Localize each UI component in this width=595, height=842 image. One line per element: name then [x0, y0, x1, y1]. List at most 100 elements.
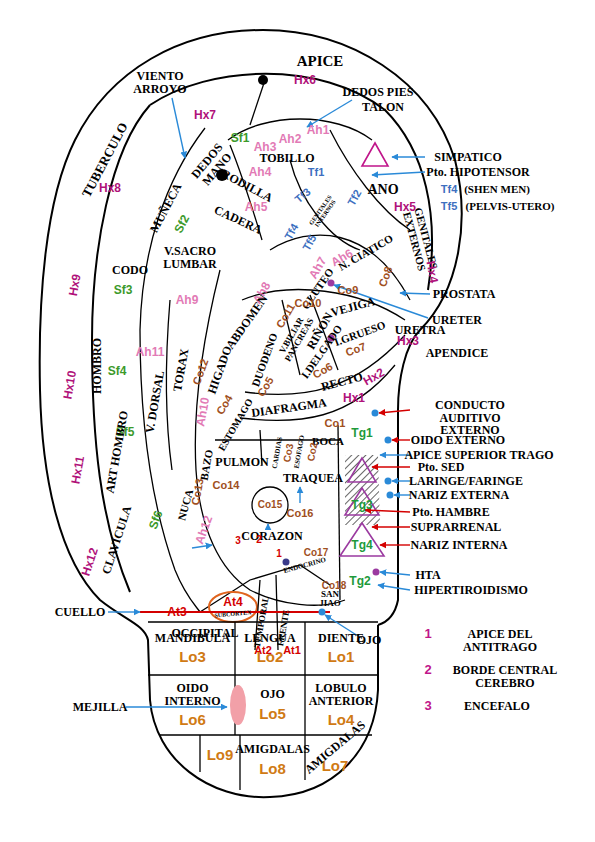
zone-code: Tg1: [351, 427, 372, 440]
zone-code: Lo6: [179, 711, 206, 728]
zone-code: Hx4: [424, 260, 440, 284]
region-label: APICE DEL ANTITRAGO: [454, 628, 546, 653]
heart-circle: [252, 487, 288, 523]
zone-code: Co9: [338, 285, 359, 297]
zone-code: Co2: [306, 442, 320, 462]
zone-name: OIDO INTERNO: [150, 682, 235, 708]
zone-code: At4: [223, 596, 242, 609]
region-label: (SHEN MEN): [464, 184, 530, 196]
cheek-mark: [230, 685, 246, 725]
zone-code: Tg2: [349, 575, 370, 588]
region-label: TORAX: [171, 348, 191, 393]
zone-code: At3: [167, 606, 186, 619]
leader-line: [400, 293, 430, 294]
concha-line: [338, 425, 340, 600]
region-label: PULMON: [215, 456, 268, 469]
zone-code: Tf3: [293, 186, 313, 205]
region-label: CLAVICULA: [100, 504, 134, 576]
point-dot: [283, 559, 290, 566]
leader-line: [394, 494, 410, 495]
leader-line: [392, 156, 425, 157]
leader-line: [172, 98, 185, 158]
zone-code: Hx10: [61, 370, 78, 400]
leader-line: [267, 524, 268, 528]
point-dot: [372, 410, 379, 417]
zone-code: Ah3: [254, 141, 277, 154]
region-label: APICE: [297, 54, 344, 70]
zone-code: Tf1: [308, 167, 325, 179]
zone-code: Co4: [215, 393, 235, 417]
zone-code: Ah10: [194, 396, 211, 427]
zone-name: LENGUA: [244, 632, 295, 645]
point-dot: [385, 478, 392, 485]
leader-line: [192, 545, 212, 548]
zone-code: Co15: [258, 500, 282, 511]
zone-code: Lo5: [259, 705, 286, 722]
zone-code: Hx11: [69, 455, 86, 485]
region-label: MEJILLA: [73, 701, 128, 714]
region-label: DEDOS PIES: [342, 86, 413, 99]
region-label: ENDOCRINO: [283, 557, 327, 575]
leader-line: [392, 480, 410, 481]
zone-name: LOBULO ANTERIOR: [305, 682, 377, 708]
zone-code: Ah11: [136, 346, 165, 359]
zone-code: Hx1: [343, 392, 365, 405]
zone-code: Lo9: [207, 746, 234, 763]
region-label: ABDOMEN: [224, 293, 270, 352]
zone-code: Tf4: [283, 222, 301, 242]
zone-code: Hx7: [194, 109, 216, 122]
zone-code: Sf3: [114, 284, 133, 297]
triangle-mark: [340, 523, 384, 556]
leader-line: [372, 172, 425, 175]
point-dot: [319, 609, 326, 616]
leader-line: [378, 585, 410, 590]
tragus-hatch: [345, 455, 380, 525]
region-label: TRAQUEA: [283, 472, 343, 485]
region-label: HIPERTIROIDISMO: [414, 584, 528, 597]
callout-number: 3: [424, 699, 431, 713]
zone-name: AMIGDALAS: [235, 743, 310, 756]
region-label: NUCA: [176, 488, 195, 522]
point-dot: [387, 492, 394, 499]
zone-code: Lo8: [259, 760, 286, 777]
leader-line: [392, 439, 410, 440]
zone-code: Tf5: [441, 201, 458, 213]
region-label: APENDICE: [426, 347, 489, 360]
zone-code: Hx8: [99, 182, 121, 195]
leader-line: [379, 410, 410, 413]
zone-code: Sf1: [231, 132, 250, 145]
lobe-zone: LENGUA Lo2: [235, 622, 305, 675]
zone-code: At1: [283, 645, 301, 657]
region-label: TOBILLO: [259, 152, 314, 165]
region-label: ANO: [367, 183, 398, 198]
region-label: (PELVIS-UTERO): [466, 201, 555, 213]
region-label: VEJIGA: [329, 295, 376, 319]
region-label: CORAZON: [241, 530, 302, 543]
region-label: HTA: [415, 569, 440, 582]
zone-code: Ah4: [249, 166, 272, 179]
antihelix-line: [290, 160, 360, 250]
leader-line: [380, 544, 410, 545]
subcortex-ring: [209, 592, 257, 622]
zone-code: Tf4: [441, 184, 458, 196]
callout-number: 1: [424, 627, 431, 641]
region-label: CODO: [112, 264, 148, 277]
helix-rim: [150, 74, 432, 290]
point-dot: [373, 569, 380, 576]
zone-code: Co10: [295, 298, 322, 310]
zone-code: Tf2: [346, 188, 364, 208]
region-label: V. DORSAL: [143, 370, 166, 434]
region-label: Pto. HAMBRE: [412, 506, 489, 519]
region-label: NARIZ INTERNA: [410, 539, 507, 552]
lobe-zone: AMIGDALASLo8: [240, 735, 305, 785]
zone-code: Co1: [325, 418, 346, 430]
zone-name: MANDIBULA: [155, 632, 230, 645]
zone-code: Co16: [287, 508, 314, 520]
zone-code: Lo2: [257, 648, 284, 665]
callout-number: 2: [424, 663, 431, 677]
concha-line: [195, 270, 345, 605]
region-label: SAN JIAO: [317, 590, 343, 609]
region-label: CARDIAS: [272, 437, 285, 470]
